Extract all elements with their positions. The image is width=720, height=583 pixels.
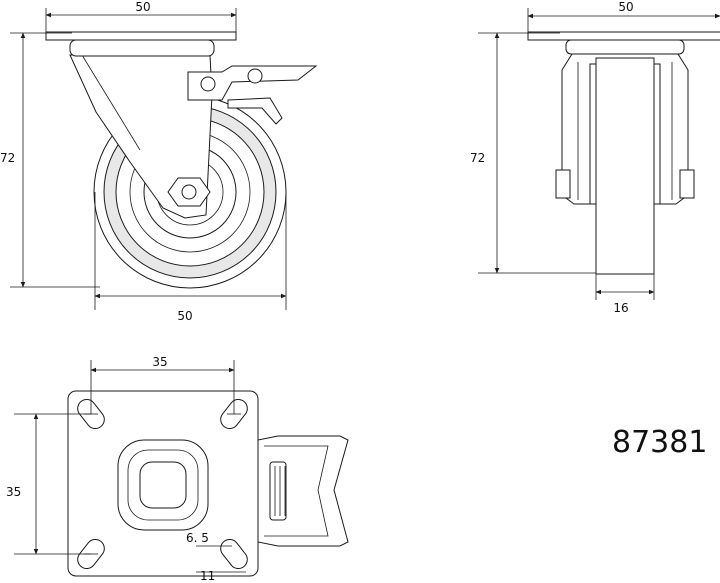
side-height-label: 72 — [0, 151, 15, 165]
side-wheel-label: 50 — [177, 309, 192, 323]
swivel-center — [117, 439, 209, 531]
front-wheel — [595, 57, 655, 275]
top-hole-spacing-x-label: 35 — [152, 355, 167, 369]
top-view: 35 35 6. 5 11 — [6, 355, 349, 583]
side-dim-wheel: 50 — [94, 192, 287, 323]
slot-length-label: 11 — [200, 569, 215, 583]
top-dim-vertical: 35 — [6, 413, 91, 555]
front-dim-top: 50 — [527, 0, 720, 32]
front-dim-height: 72 — [470, 32, 596, 274]
top-hole-spacing-y-label: 35 — [6, 485, 21, 499]
side-view: 50 72 50 — [0, 0, 318, 323]
side-dim-height: 72 — [0, 32, 100, 288]
brake-lever — [187, 65, 318, 125]
front-view: 50 72 16 — [470, 0, 720, 315]
front-wheel-width-label: 16 — [613, 301, 628, 315]
side-top-plate — [69, 39, 215, 57]
front-width-label: 50 — [618, 0, 633, 14]
side-width-label: 50 — [135, 0, 150, 14]
front-dim-wheel-width: 16 — [595, 274, 655, 315]
slot-width-label: 6. 5 — [186, 531, 209, 545]
mount-slot-br — [220, 538, 248, 570]
side-dim-top: 50 — [45, 0, 237, 32]
brake-pedal-top — [257, 435, 349, 547]
front-height-label: 72 — [470, 151, 485, 165]
top-dim-horizontal: 35 — [90, 355, 235, 414]
side-fork — [69, 54, 213, 219]
slot-dimensions: 6. 5 11 — [186, 531, 246, 583]
model-code: 87381 — [612, 425, 707, 460]
axle-nut — [167, 177, 211, 207]
